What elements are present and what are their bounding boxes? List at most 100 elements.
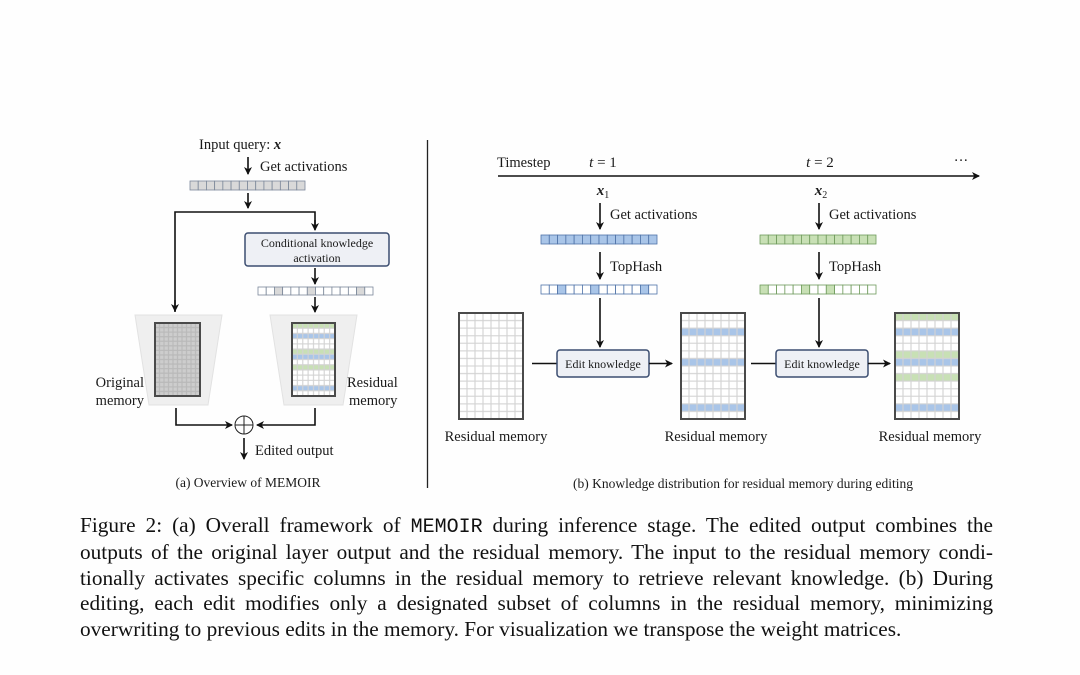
caption-line: Figure 2: (a) Overall framework of MEMOI… <box>80 513 993 540</box>
vector-cell <box>842 284 852 295</box>
caption-line: editing, each edit modifies only a desig… <box>80 591 993 616</box>
grid-border <box>291 322 336 397</box>
vector-cell-active <box>792 234 802 245</box>
original-memory-label-line1: Original <box>96 375 144 391</box>
vector-cell-active <box>834 234 844 245</box>
vector-cell-active <box>197 180 207 191</box>
residual-memory-label-line2: memory <box>349 393 398 409</box>
activation-vector-a <box>189 180 306 191</box>
vector-cell-active <box>214 180 224 191</box>
caption-line: overwriting to previous edits in the mem… <box>80 616 902 641</box>
vector-cell <box>834 284 844 295</box>
timestep-t1: t = 1 <box>589 155 617 171</box>
timestep-ellipsis: ··· <box>954 153 969 169</box>
get-activations-label-t1: Get activations <box>610 207 698 223</box>
vector-cell <box>540 284 550 295</box>
vector-cell <box>347 286 357 296</box>
vector-cell-active <box>640 284 650 295</box>
vector-cell-active <box>274 286 284 296</box>
conditional-box-line2: activation <box>293 251 340 265</box>
grid-border <box>154 322 201 397</box>
vector-cell-active <box>859 234 869 245</box>
conditional-knowledge-box <box>244 232 390 267</box>
conditional-box-line1: Conditional knowledge <box>261 236 373 250</box>
original-memory-label-line2: memory <box>96 393 145 409</box>
get-activations-label-t2: Get activations <box>829 207 917 223</box>
tophash-vector-t2 <box>759 284 877 295</box>
vector-cell-active <box>557 284 567 295</box>
vector-cell-active <box>557 234 567 245</box>
vector-cell-active <box>801 234 811 245</box>
vector-cell-active <box>759 234 769 245</box>
vector-cell <box>606 284 616 295</box>
residual-memory-label-t1: Residual memory <box>665 429 768 445</box>
vector-cell <box>331 286 341 296</box>
vector-cell-active <box>230 180 240 191</box>
vector-cell <box>265 286 275 296</box>
original-memory-grid <box>154 322 201 397</box>
vector-cell-active <box>615 234 625 245</box>
vector-cell <box>859 284 869 295</box>
vector-cell-active <box>817 234 827 245</box>
vector-cell-active <box>222 180 232 191</box>
vector-cell <box>648 284 658 295</box>
caption-text: Figure 2: (a) Overall framework of <box>80 513 411 537</box>
activation-vector-t2 <box>759 234 877 245</box>
vector-cell <box>867 284 877 295</box>
vector-cell <box>767 284 777 295</box>
vector-cell <box>364 286 374 296</box>
edited-output-label: Edited output <box>255 443 334 459</box>
vector-cell-active <box>306 286 316 296</box>
vector-cell-active <box>548 234 558 245</box>
residual-memory-grid-initial <box>458 312 524 420</box>
vector-cell-active <box>606 234 616 245</box>
vector-cell-active <box>288 180 298 191</box>
vector-cell-active <box>590 234 600 245</box>
vector-cell-active <box>590 284 600 295</box>
vector-cell-active <box>631 234 641 245</box>
grid-border <box>894 312 960 420</box>
input-x2: x2 <box>814 183 828 201</box>
grid-border <box>458 312 524 420</box>
panel-b-caption: (b) Knowledge distribution for residual … <box>573 476 913 491</box>
vector-cell-active <box>206 180 216 191</box>
vector-cell <box>631 284 641 295</box>
vector-cell-active <box>767 234 777 245</box>
vector-cell <box>298 286 308 296</box>
vector-cell-active <box>573 234 583 245</box>
vector-cell <box>776 284 786 295</box>
panel-a: Input query: x Get activations Condition… <box>96 137 398 490</box>
vector-cell-active <box>247 180 257 191</box>
vector-cell <box>615 284 625 295</box>
tophash-label-t2: TopHash <box>829 259 882 275</box>
tophash-label-t1: TopHash <box>610 259 663 275</box>
vector-cell <box>598 284 608 295</box>
edit-knowledge-label-t2: Edit knowledge <box>784 357 860 371</box>
vector-cell <box>582 284 592 295</box>
input-query-label: Input query: x <box>199 137 281 153</box>
vector-cell <box>548 284 558 295</box>
residual-memory-grid-a <box>291 322 336 397</box>
vector-cell-active <box>867 234 877 245</box>
timestep-t2: t = 2 <box>806 155 834 171</box>
vector-cell <box>290 286 300 296</box>
caption-line: tionally activates specific columns in t… <box>80 565 993 590</box>
activation-vector-t1 <box>540 234 658 245</box>
caption-line: outputs of the original layer output and… <box>80 540 993 565</box>
arrow-original-to-sum <box>175 408 233 429</box>
caption-method-name: MEMOIR <box>410 516 483 539</box>
vector-cell-active <box>255 180 265 191</box>
vector-cell <box>339 286 349 296</box>
vector-cell-active <box>784 234 794 245</box>
vector-cell-active <box>825 234 835 245</box>
residual-memory-label-initial: Residual memory <box>445 429 548 445</box>
vector-cell-active <box>623 234 633 245</box>
vector-cell <box>257 286 267 296</box>
residual-memory-label-t2: Residual memory <box>879 429 982 445</box>
edit-knowledge-label-t1: Edit knowledge <box>565 357 641 371</box>
vector-cell-active <box>759 284 769 295</box>
vector-cell <box>565 284 575 295</box>
caption-text: during inference stage. The edited outpu… <box>482 513 993 537</box>
grid-border <box>680 312 746 420</box>
